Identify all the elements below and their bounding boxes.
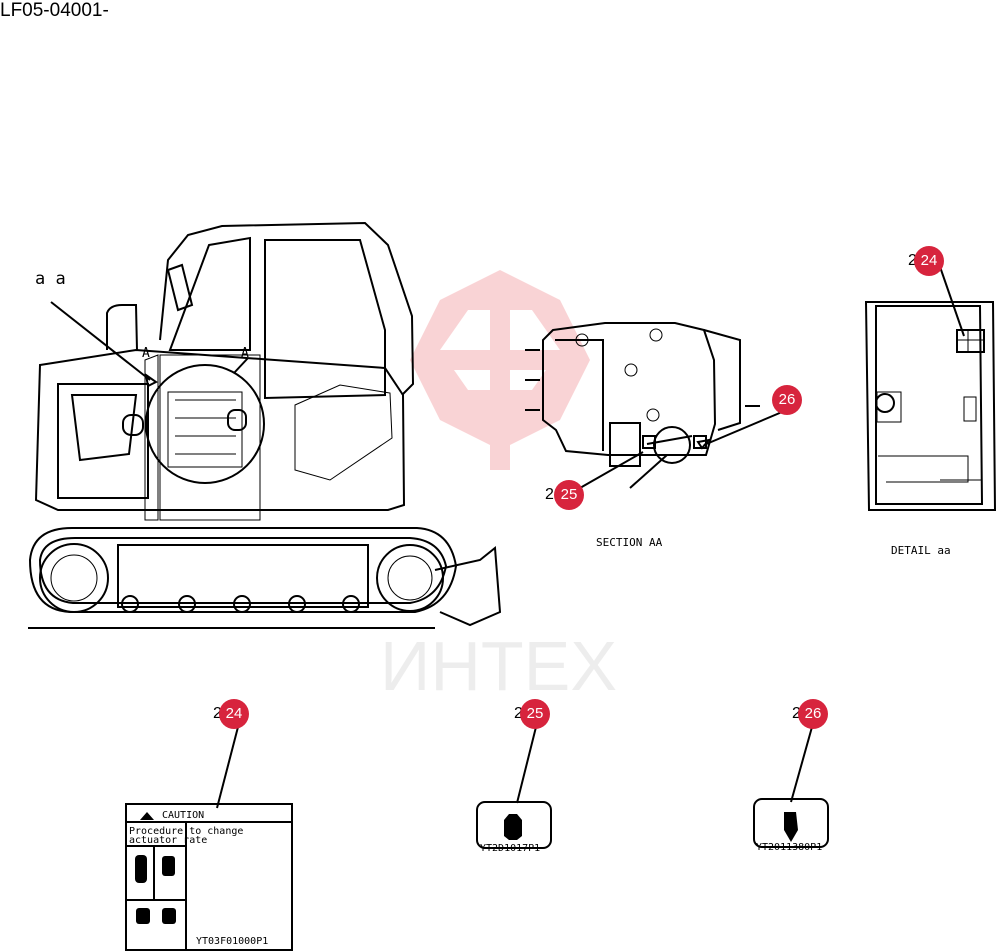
callout-number-25-bottom-prefix: 2 xyxy=(514,705,523,722)
caution-label-drawing: CAUTION Procedure to change actuator rat… xyxy=(125,803,293,951)
callout-25-bottom[interactable]: 25 xyxy=(520,699,550,729)
drawing-title: LF05-04001- xyxy=(0,0,109,21)
section-arrow-a-left: A xyxy=(142,346,150,361)
section-aa-label: SECTION AA xyxy=(596,536,663,549)
caution-line-1: Procedure to change xyxy=(129,826,243,837)
watermark-text: ИНТЕХ xyxy=(380,627,617,705)
callout-25-section[interactable]: 25 xyxy=(554,480,584,510)
section-label-aa: a a xyxy=(35,269,66,289)
caution-code: YT03F01000P1 xyxy=(196,936,268,947)
caution-line-2: actuator rate xyxy=(129,835,207,846)
detail-aa-label: DETAIL aa xyxy=(891,544,951,557)
section-aa-diagram xyxy=(525,322,783,489)
callout-24-bottom[interactable]: 24 xyxy=(219,699,249,729)
detail-aa-diagram xyxy=(864,260,997,511)
callout-number-25-prefix: 2 xyxy=(545,486,554,503)
callout-number-26-bottom-prefix: 2 xyxy=(792,705,801,722)
callout-number-24: 2 xyxy=(908,252,917,269)
small-label-26-drawing: YT2011380P1 xyxy=(753,798,829,853)
excavator-side-view xyxy=(28,221,502,629)
small-label-26-code: YT2011380P1 xyxy=(756,842,822,853)
callout-26-section[interactable]: 26 xyxy=(772,385,802,415)
leader-lines xyxy=(216,726,813,809)
caution-heading: CAUTION xyxy=(162,810,204,821)
section-arrow-a-right: A xyxy=(241,346,249,361)
callout-26-bottom[interactable]: 26 xyxy=(798,699,828,729)
callout-24-detail[interactable]: 24 xyxy=(914,246,944,276)
small-label-25-drawing: YT2D1017P1 xyxy=(476,801,552,854)
callout-number-24-bottom-prefix: 2 xyxy=(213,705,222,722)
watermark-logo: ИНТЕХ xyxy=(380,270,617,705)
small-label-25-code: YT2D1017P1 xyxy=(480,843,540,854)
